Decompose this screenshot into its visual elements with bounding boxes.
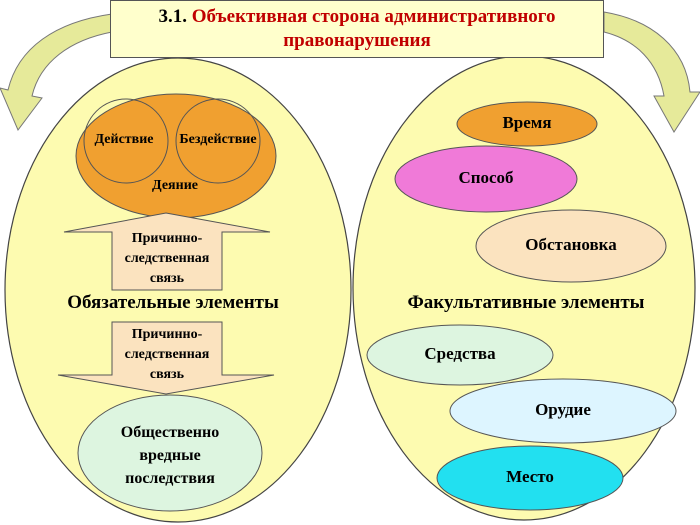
consequences-line3: последствия xyxy=(125,470,215,487)
act-oval xyxy=(75,93,277,219)
time-oval xyxy=(456,101,598,147)
causal-arrow-up xyxy=(63,212,271,291)
action-circle xyxy=(83,98,169,184)
means-oval xyxy=(366,324,554,386)
inaction-label: Бездействие xyxy=(179,132,257,147)
place-oval xyxy=(436,445,624,511)
tool-oval xyxy=(449,378,677,444)
optional-heading: Факультативные элементы xyxy=(407,292,645,313)
consequences-oval xyxy=(77,394,263,512)
means-label: Средства xyxy=(424,344,496,363)
inaction-circle xyxy=(175,98,261,184)
causal-arrow-down xyxy=(57,321,275,395)
title-number: 3.1 xyxy=(158,6,183,27)
page-title: 3.1. Объективная сторона административно… xyxy=(110,0,604,58)
method-oval xyxy=(394,145,578,213)
causal-top-line1: Причинно- xyxy=(131,231,203,246)
mandatory-heading: Обязательные элементы xyxy=(67,292,279,313)
environment-label: Обстановка xyxy=(525,235,617,254)
causal-top-line3: связь xyxy=(149,271,185,286)
causal-bottom-line2: следственная xyxy=(124,347,210,362)
tool-label: Орудие xyxy=(535,400,591,419)
consequences-label: Общественно вредные последствия xyxy=(92,421,248,490)
causal-label-top: Причинно- следственная связь xyxy=(108,229,226,289)
causal-top-line2: следственная xyxy=(124,251,210,266)
consequences-line2: вредные xyxy=(139,447,201,464)
causal-bottom-line3: связь xyxy=(149,367,185,382)
left-curved-arrow xyxy=(0,13,113,131)
title-line1: Объективная сторона административного xyxy=(191,6,556,27)
act-label: Деяние xyxy=(152,178,198,193)
title-separator: . xyxy=(182,6,188,27)
title-line2: правонарушения xyxy=(283,30,431,51)
causal-bottom-line1: Причинно- xyxy=(131,327,203,342)
action-label: Действие xyxy=(94,132,154,147)
environment-oval xyxy=(475,209,667,283)
causal-label-bottom: Причинно- следственная связь xyxy=(108,325,226,385)
consequences-line1: Общественно xyxy=(120,424,220,441)
place-label: Место xyxy=(506,467,554,486)
time-label: Время xyxy=(502,113,552,132)
right-curved-arrow xyxy=(603,11,700,133)
method-label: Способ xyxy=(458,168,514,187)
